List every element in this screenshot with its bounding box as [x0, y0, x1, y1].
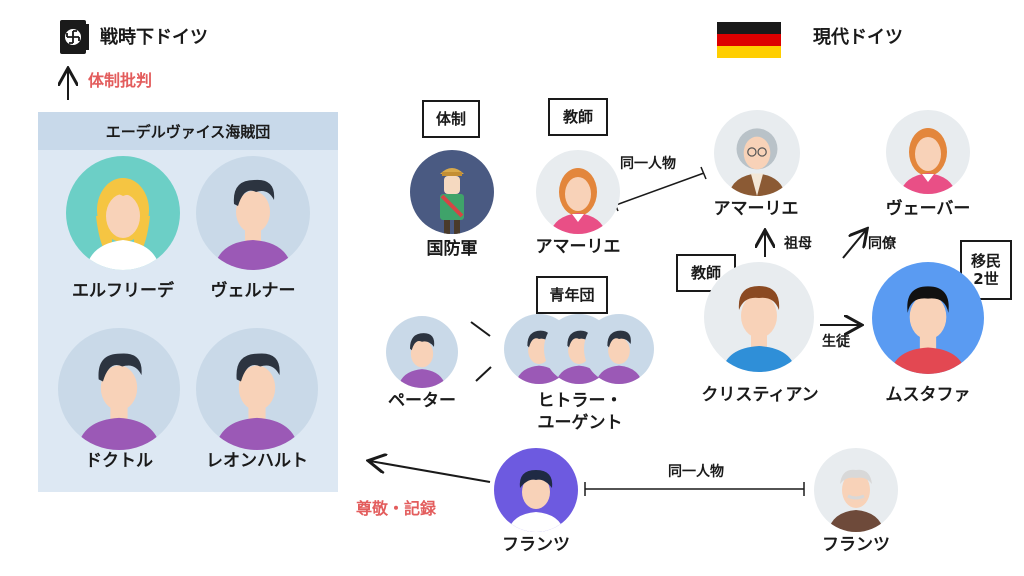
avatar-amalie-old — [714, 110, 800, 196]
avatar-doktor — [58, 328, 180, 450]
member-name-werner: ヴェルナー — [210, 281, 296, 301]
same-person-line-amalie — [615, 172, 705, 206]
same-person-label-amalie: 同一人物 — [620, 156, 676, 172]
tag-teacher-wartime: 教師 — [548, 98, 608, 136]
avatar-christian — [704, 262, 814, 372]
regime-criticism-label: 体制批判 — [88, 71, 153, 90]
avatar-werner — [196, 156, 310, 270]
name-amalie-young: アマーリエ — [535, 237, 621, 257]
avatar-army-soldier — [410, 150, 494, 234]
avatar-peter — [386, 316, 458, 388]
member-name-elfriede: エルフリーデ — [72, 281, 174, 301]
avatar-youth-3 — [584, 314, 654, 384]
avatar-franz-young — [494, 448, 578, 532]
tag-regime: 体制 — [422, 100, 480, 138]
avatar-mustafa — [872, 262, 984, 374]
colleague-label: 同僚 — [868, 236, 896, 252]
name-mustafa: ムスタファ — [885, 385, 971, 405]
member-name-leonhard: レオンハルト — [206, 451, 308, 471]
peter-link-1 — [470, 321, 491, 337]
german-flag-icon — [717, 22, 781, 58]
avatar-elfriede — [66, 156, 180, 270]
hitler-youth-group — [504, 314, 654, 386]
grandmother-label: 祖母 — [784, 236, 812, 252]
name-weber: ヴェーバー — [885, 199, 971, 219]
name-army: 国防軍 — [426, 239, 478, 259]
tag-youth: 青年団 — [536, 276, 608, 314]
name-franz-young: フランツ — [502, 535, 570, 555]
avatar-weber — [886, 110, 970, 194]
name-youth-line1: ヒトラー・ — [537, 391, 623, 411]
student-label: 生徒 — [822, 334, 850, 350]
name-christian: クリスティアン — [701, 385, 819, 405]
colleague-arrow — [842, 230, 866, 259]
swastika-book-icon — [58, 18, 92, 56]
avatar-amalie-young — [536, 150, 620, 234]
peter-link-2 — [475, 366, 492, 382]
same-person-label-franz: 同一人物 — [668, 464, 724, 480]
avatar-leonhard — [196, 328, 318, 450]
respect-arrow — [370, 461, 491, 483]
avatar-franz-old — [814, 448, 898, 532]
group-title: エーデルヴァイス海賊団 — [38, 112, 338, 150]
name-peter: ペーター — [388, 391, 456, 411]
era-title-wartime: 戦時下ドイツ — [100, 27, 208, 48]
member-name-doktor: ドクトル — [85, 451, 153, 471]
name-amalie-old: アマーリエ — [713, 199, 799, 219]
respect-record-label: 尊敬・記録 — [356, 499, 437, 518]
tag-immigrant-line1: 移民 — [970, 252, 1001, 270]
name-franz-old: フランツ — [822, 535, 890, 555]
era-title-modern: 現代ドイツ — [813, 27, 903, 48]
tag-immigrant-line2: 2世 — [973, 270, 999, 288]
name-youth-line2: ユーゲント — [537, 413, 623, 433]
